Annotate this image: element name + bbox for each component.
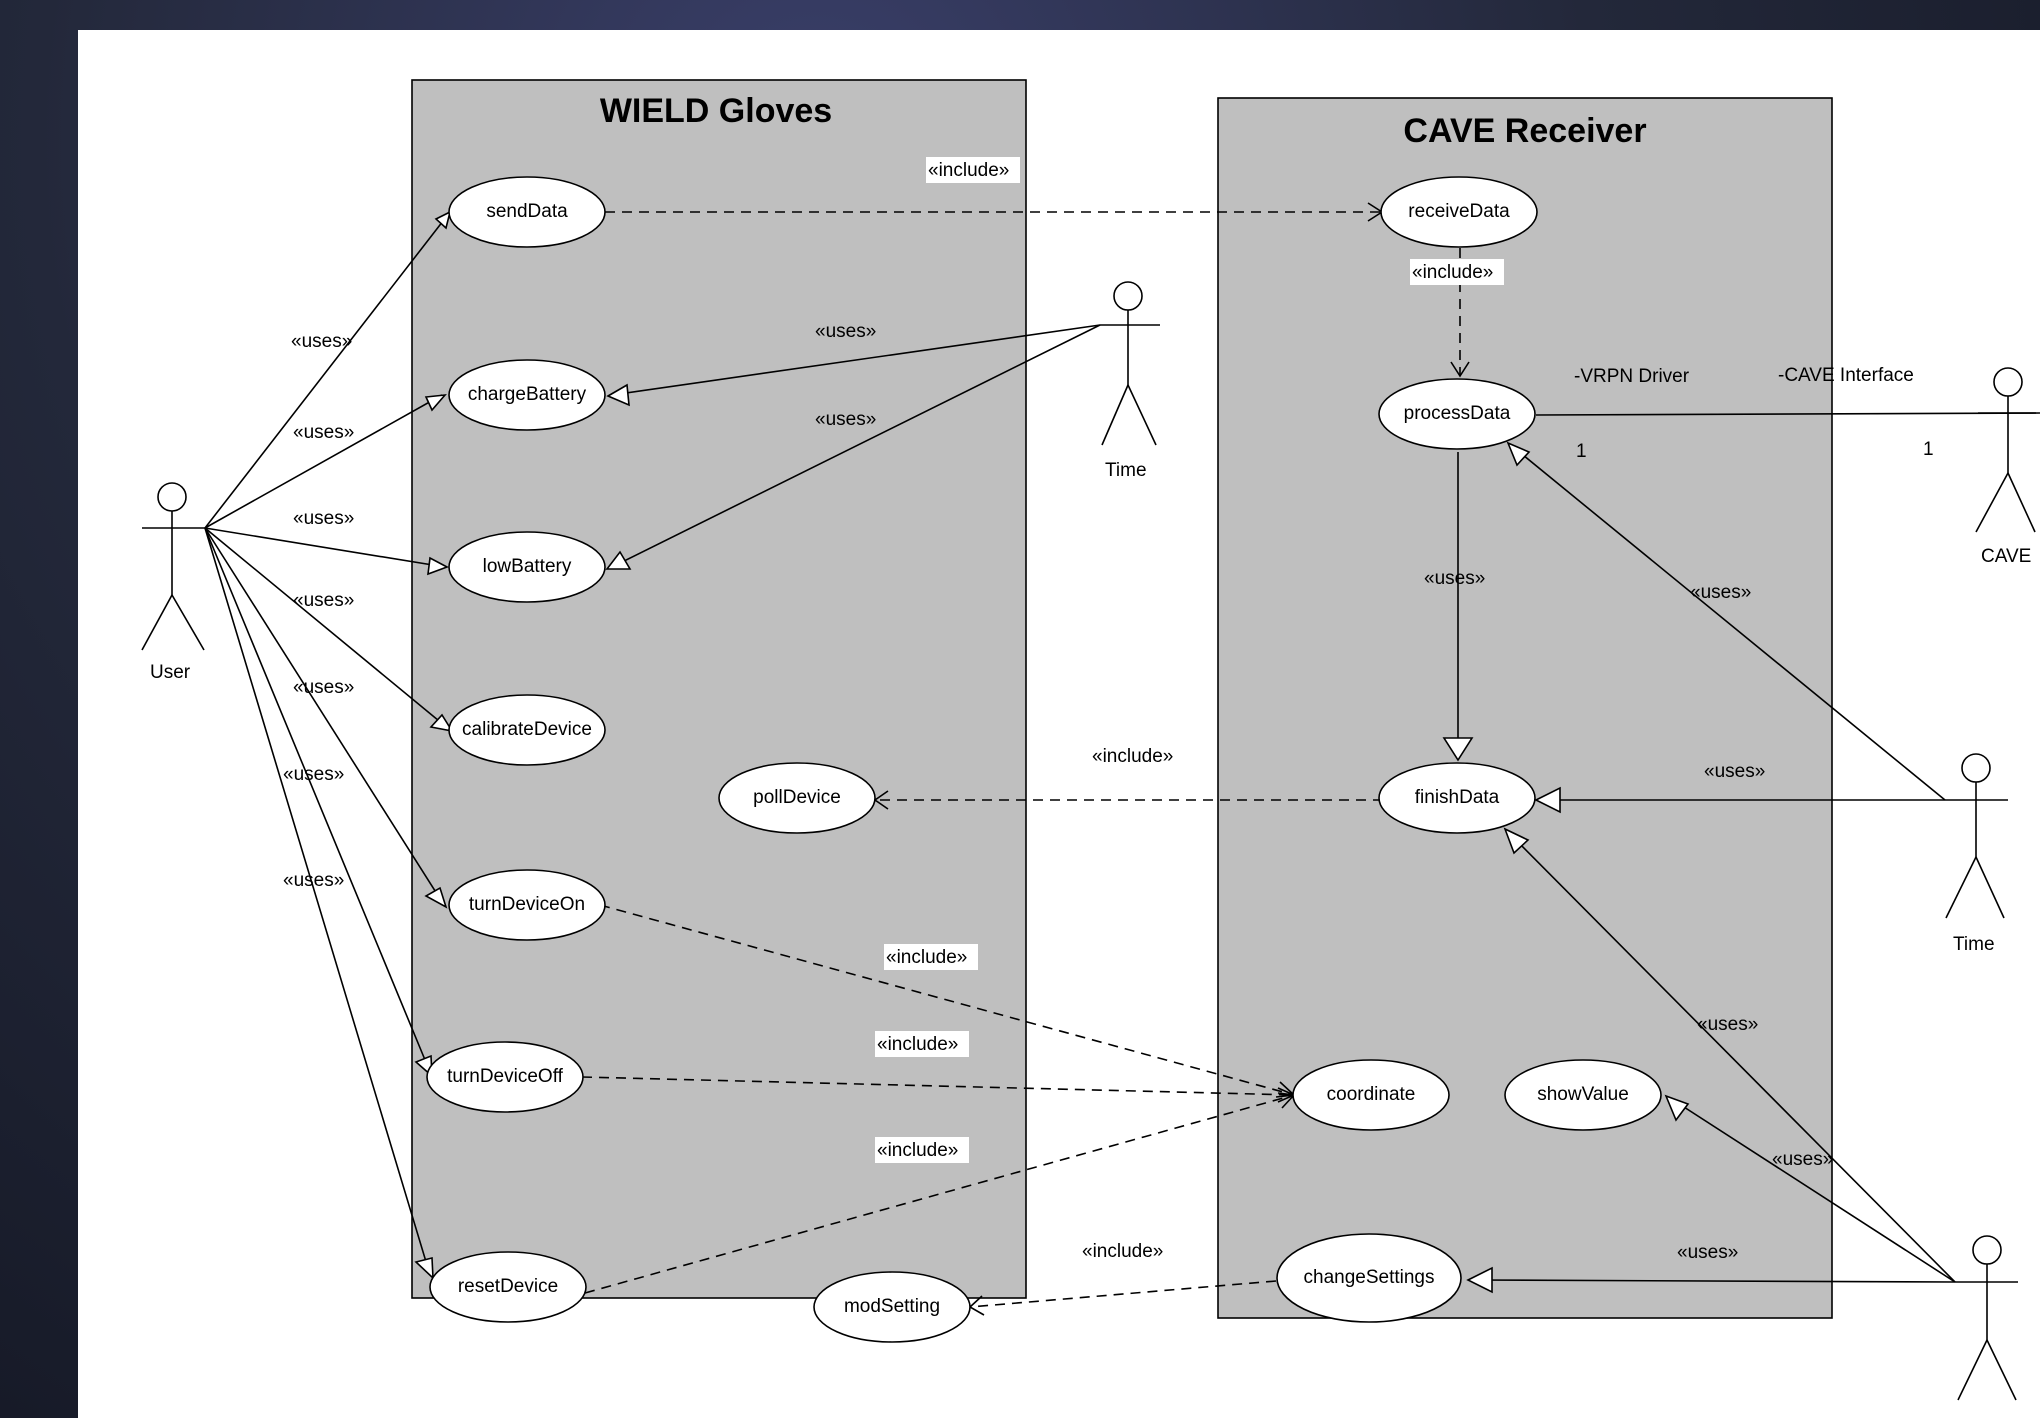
svg-text:sendData: sendData: [486, 201, 568, 222]
svg-text:lowBattery: lowBattery: [483, 556, 572, 577]
uses-label: «uses»: [815, 321, 876, 342]
use-case-process-data[interactable]: processData: [1378, 378, 1536, 450]
use-case-change-settings[interactable]: changeSettings: [1276, 1233, 1462, 1323]
actor-user-partial[interactable]: [1955, 1235, 2018, 1401]
uses-label: «uses»: [293, 590, 354, 611]
actor-cave[interactable]: CAVE: [1975, 367, 2036, 567]
use-case-show-value[interactable]: showValue: [1504, 1059, 1662, 1131]
time-gloves-associations: [605, 324, 1101, 570]
multiplicity-right: 1: [1923, 439, 1934, 460]
svg-text:processData: processData: [1404, 403, 1511, 424]
svg-text:receiveData: receiveData: [1408, 201, 1510, 222]
use-case-reset-device[interactable]: resetDevice: [429, 1251, 587, 1323]
uses-label: «uses»: [283, 870, 344, 891]
use-case-low-battery[interactable]: lowBattery: [448, 531, 606, 603]
svg-text:coordinate: coordinate: [1327, 1084, 1416, 1105]
actor-label: Time: [1105, 460, 1147, 481]
svg-text:turnDeviceOn: turnDeviceOn: [469, 894, 585, 915]
use-case-charge-battery[interactable]: chargeBattery: [448, 359, 606, 431]
include-label: «include»: [877, 1034, 958, 1055]
system-boundary: [1217, 97, 1833, 1319]
association-labels: -VRPN Driver -CAVE Interface 1 1: [1574, 365, 1934, 462]
user2-associations: [1466, 827, 1956, 1294]
include-label: «include»: [886, 947, 967, 968]
include-label: «include»: [1412, 262, 1493, 283]
use-case-turn-device-on[interactable]: turnDeviceOn: [448, 869, 606, 941]
include-label: «include»: [928, 160, 1009, 181]
svg-text:changeSettings: changeSettings: [1304, 1267, 1435, 1288]
svg-text:turnDeviceOff: turnDeviceOff: [447, 1066, 564, 1087]
uses-labels: «uses» «uses» «uses» «uses» «uses» «uses…: [283, 321, 1833, 1263]
uses-label: «uses»: [1677, 1242, 1738, 1263]
svg-text:showValue: showValue: [1537, 1084, 1629, 1105]
system-title: CAVE Receiver: [1403, 112, 1646, 150]
uses-label: «uses»: [293, 677, 354, 698]
actor-label: Time: [1953, 934, 1995, 955]
uses-label: «uses»: [293, 508, 354, 529]
svg-text:calibrateDevice: calibrateDevice: [462, 719, 592, 740]
uses-label: «uses»: [815, 409, 876, 430]
use-case-coordinate[interactable]: coordinate: [1292, 1059, 1450, 1131]
use-case-mod-setting[interactable]: modSetting: [813, 1271, 971, 1343]
use-case-send-data[interactable]: sendData: [448, 176, 606, 248]
system-title: WIELD Gloves: [600, 92, 832, 130]
system-cave-receiver: CAVE Receiver: [1217, 97, 1833, 1319]
include-labels: «include» «include» «include» «include» …: [875, 157, 1504, 1262]
uses-label: «uses»: [293, 422, 354, 443]
svg-text:modSetting: modSetting: [844, 1296, 940, 1317]
uses-label: «uses»: [291, 331, 352, 352]
use-case-calibrate-device[interactable]: calibrateDevice: [448, 694, 606, 766]
actor-label: CAVE: [1981, 546, 2031, 567]
uses-label: «uses»: [1424, 568, 1485, 589]
actor-user[interactable]: User: [141, 482, 205, 683]
uses-label: «uses»: [1690, 582, 1751, 603]
time-cave-associations: [1506, 441, 1946, 814]
system-wield-gloves: WIELD Gloves: [411, 79, 1027, 1299]
uses-label: «uses»: [1772, 1149, 1833, 1170]
include-label: «include»: [1082, 1241, 1163, 1262]
uses-label: «uses»: [1704, 761, 1765, 782]
role-cave-interface: -CAVE Interface: [1778, 365, 1914, 386]
use-case-receive-data[interactable]: receiveData: [1380, 176, 1538, 248]
role-vrpn-driver: -VRPN Driver: [1574, 366, 1690, 387]
svg-text:finishData: finishData: [1415, 787, 1500, 808]
svg-text:chargeBattery: chargeBattery: [468, 384, 587, 405]
use-case-finish-data[interactable]: finishData: [1378, 762, 1536, 834]
system-boundary: [411, 79, 1027, 1299]
svg-text:resetDevice: resetDevice: [458, 1276, 558, 1297]
actor-time-gloves[interactable]: Time: [1100, 281, 1160, 481]
multiplicity-left: 1: [1576, 441, 1587, 462]
actor-time-cave[interactable]: Time: [1945, 753, 2008, 955]
use-case-turn-device-off[interactable]: turnDeviceOff: [426, 1041, 584, 1113]
include-label: «include»: [877, 1140, 958, 1161]
actor-label: User: [150, 662, 191, 683]
association-process-cave: [1535, 412, 2040, 416]
uses-label: «uses»: [283, 764, 344, 785]
include-label: «include»: [1092, 746, 1173, 767]
uses-label: «uses»: [1697, 1014, 1758, 1035]
svg-text:pollDevice: pollDevice: [753, 787, 841, 808]
uses-process-finish: [1442, 452, 1474, 762]
use-case-poll-device[interactable]: pollDevice: [718, 762, 876, 834]
